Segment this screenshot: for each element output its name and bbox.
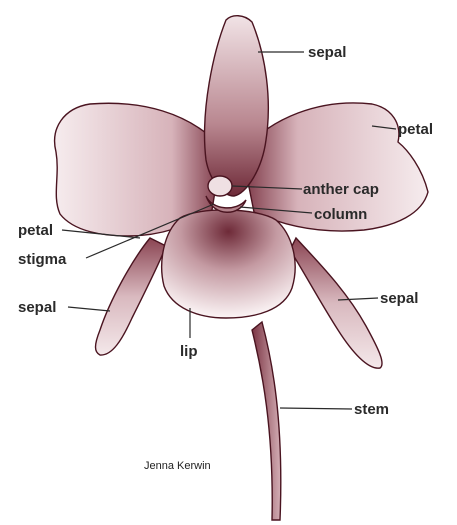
label-sepal-left: sepal [18, 299, 56, 316]
label-sepal-right: sepal [380, 290, 418, 307]
lip-shape [162, 210, 295, 318]
label-lip: lip [180, 343, 198, 360]
anther-cap-shape [208, 176, 232, 196]
left-sepal-shape [96, 238, 167, 355]
label-anther-cap: anther cap [303, 181, 379, 198]
label-stem: stem [354, 401, 389, 418]
label-column: column [314, 206, 367, 223]
right-sepal-shape [290, 238, 382, 368]
label-stigma: stigma [18, 251, 67, 268]
credit-text: Jenna Kerwin [144, 460, 211, 472]
leader-stem [280, 408, 352, 409]
label-sepal-top: sepal [308, 44, 346, 61]
leader-sepal-left [68, 307, 110, 311]
label-petal-right: petal [398, 121, 433, 138]
stem-shape [252, 322, 281, 520]
label-petal-left: petal [18, 222, 53, 239]
